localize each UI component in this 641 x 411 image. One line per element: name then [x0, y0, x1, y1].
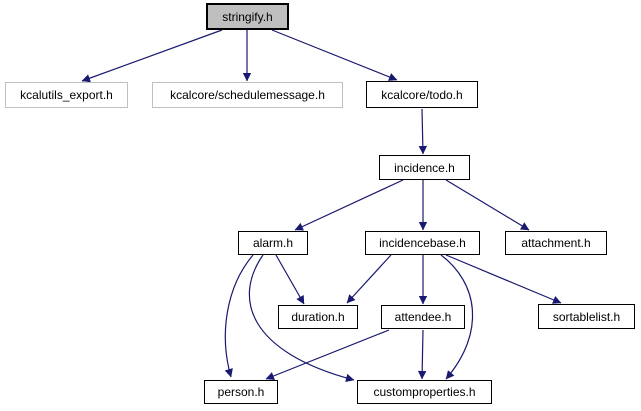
- node-duration-h[interactable]: duration.h: [278, 305, 358, 329]
- edge-incidencebase-to-customproperties: [440, 254, 474, 380]
- edge-attendee-to-customproperties: [417, 329, 427, 380]
- edge-incidencebase-to-duration: [346, 254, 392, 304]
- node-kcalcore-todo-h[interactable]: kcalcore/todo.h: [366, 81, 478, 108]
- node-sortablelist-h[interactable]: sortablelist.h: [538, 304, 635, 329]
- edge-alarm-to-person: [224, 254, 254, 378]
- edge-todo-to-incidence: [418, 108, 428, 155]
- node-kcalcore-schedulemessage-h: kcalcore/schedulemessage.h: [152, 82, 343, 108]
- edge-alarm-to-customproperties: [248, 254, 355, 383]
- node-stringify-h: stringify.h: [206, 3, 289, 30]
- node-customproperties-h[interactable]: customproperties.h: [357, 380, 492, 404]
- node-person-h[interactable]: person.h: [204, 380, 278, 404]
- edge-incidence-to-attachment: [445, 179, 530, 231]
- node-kcalutils-export-h: kcalutils_export.h: [5, 82, 128, 108]
- node-alarm-h[interactable]: alarm.h: [238, 231, 308, 255]
- edge-incidence-to-alarm: [294, 179, 404, 231]
- edge-alarm-to-duration: [275, 254, 305, 305]
- node-incidence-h[interactable]: incidence.h: [379, 155, 470, 180]
- node-incidencebase-h[interactable]: incidencebase.h: [365, 231, 480, 255]
- node-attendee-h[interactable]: attendee.h: [381, 305, 465, 329]
- edge-incidencebase-to-sortablelist: [445, 254, 562, 304]
- edge-attendee-to-person: [265, 329, 390, 380]
- node-attachment-h[interactable]: attachment.h: [505, 231, 607, 255]
- edge-stringify-to-kcalutils-export: [81, 29, 223, 83]
- edge-stringify-to-todo: [271, 29, 398, 81]
